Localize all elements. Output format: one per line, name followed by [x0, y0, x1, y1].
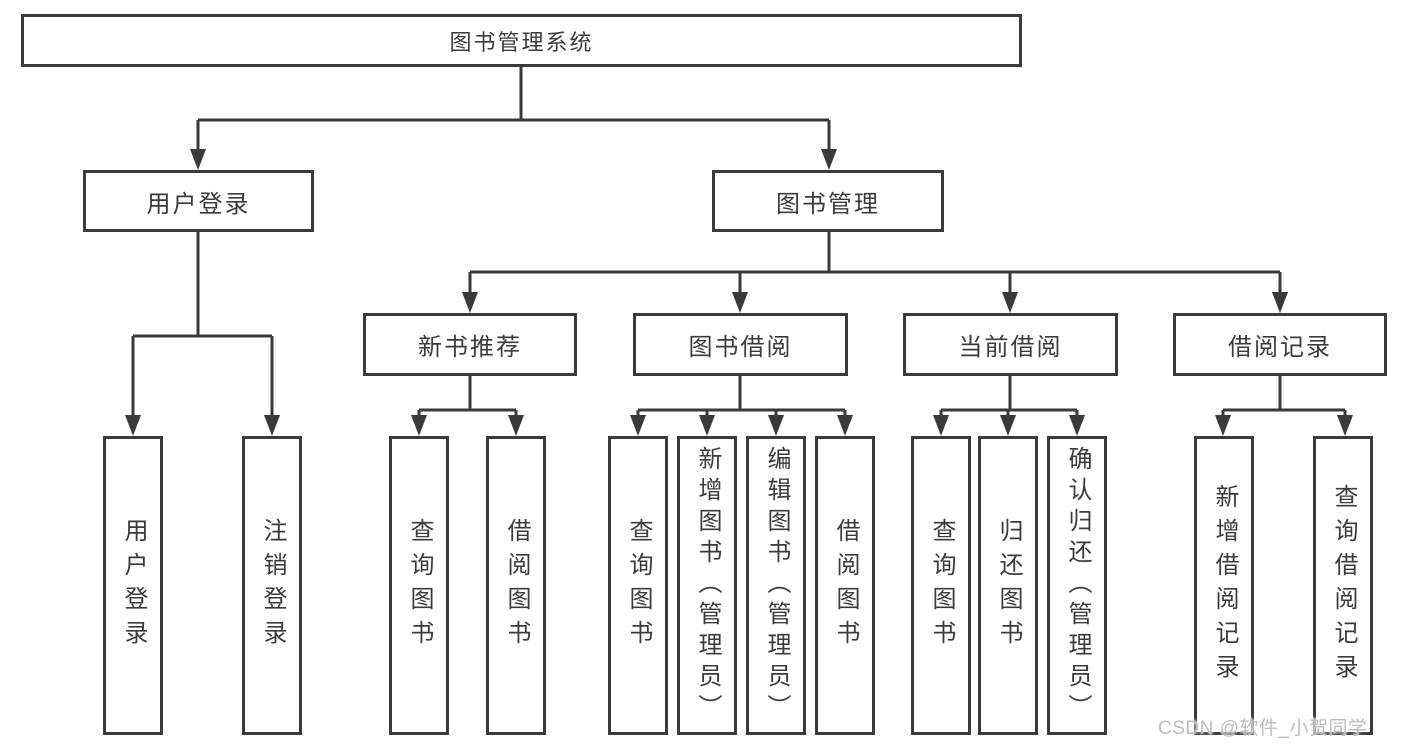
connector-path: [131, 67, 1347, 419]
arrowhead: [1215, 415, 1231, 436]
arrowhead: [1272, 292, 1288, 313]
leaf-edit-books-admin: 编辑图书（管理员）: [746, 436, 806, 735]
leaf-user-login: 用户登录: [103, 436, 163, 735]
arrowhead: [933, 415, 949, 436]
arrowhead: [1002, 292, 1018, 313]
arrowhead: [508, 415, 524, 436]
node-user-login: 用户登录: [83, 170, 314, 232]
arrowhead: [821, 149, 837, 170]
node-new-book-recommendation: 新书推荐: [363, 313, 577, 376]
leaf-borrow-books-recommend: 借阅图书: [486, 436, 546, 735]
csdn-watermark: CSDN @软件_小贺同学: [1158, 718, 1368, 739]
arrowhead: [1337, 415, 1353, 436]
leaf-query-books-current: 查询图书: [911, 436, 971, 735]
leaf-return-books: 归还图书: [978, 436, 1038, 735]
arrowhead: [264, 415, 280, 436]
arrowhead: [837, 415, 853, 436]
leaf-borrow-books-borrowing: 借阅图书: [815, 436, 875, 735]
leaf-query-books-borrowing: 查询图书: [608, 436, 668, 735]
leaf-logout: 注销登录: [242, 436, 302, 735]
node-current-borrowing: 当前借阅: [903, 313, 1118, 376]
arrowhead: [1069, 415, 1085, 436]
arrowhead: [768, 415, 784, 436]
leaf-add-books-admin: 新增图书（管理员）: [677, 436, 737, 735]
leaf-query-borrowing-record: 查询借阅记录: [1313, 436, 1373, 735]
leaf-query-books-recommend: 查询图书: [389, 436, 449, 735]
arrowhead: [699, 415, 715, 436]
arrowhead: [411, 415, 427, 436]
leaf-add-borrowing-record: 新增借阅记录: [1194, 436, 1254, 735]
arrowheads: [125, 149, 1353, 436]
node-borrowing-records: 借阅记录: [1173, 313, 1387, 376]
arrowhead: [630, 415, 646, 436]
node-root-library-system: 图书管理系统: [21, 14, 1022, 67]
leaf-confirm-return-admin: 确认归还（管理员）: [1047, 436, 1107, 735]
arrowhead: [732, 292, 748, 313]
arrowhead: [1000, 415, 1016, 436]
arrowhead: [190, 149, 206, 170]
arrowhead: [462, 292, 478, 313]
node-book-management: 图书管理: [712, 170, 944, 232]
node-book-borrowing: 图书借阅: [633, 313, 848, 376]
arrowhead: [125, 415, 141, 436]
